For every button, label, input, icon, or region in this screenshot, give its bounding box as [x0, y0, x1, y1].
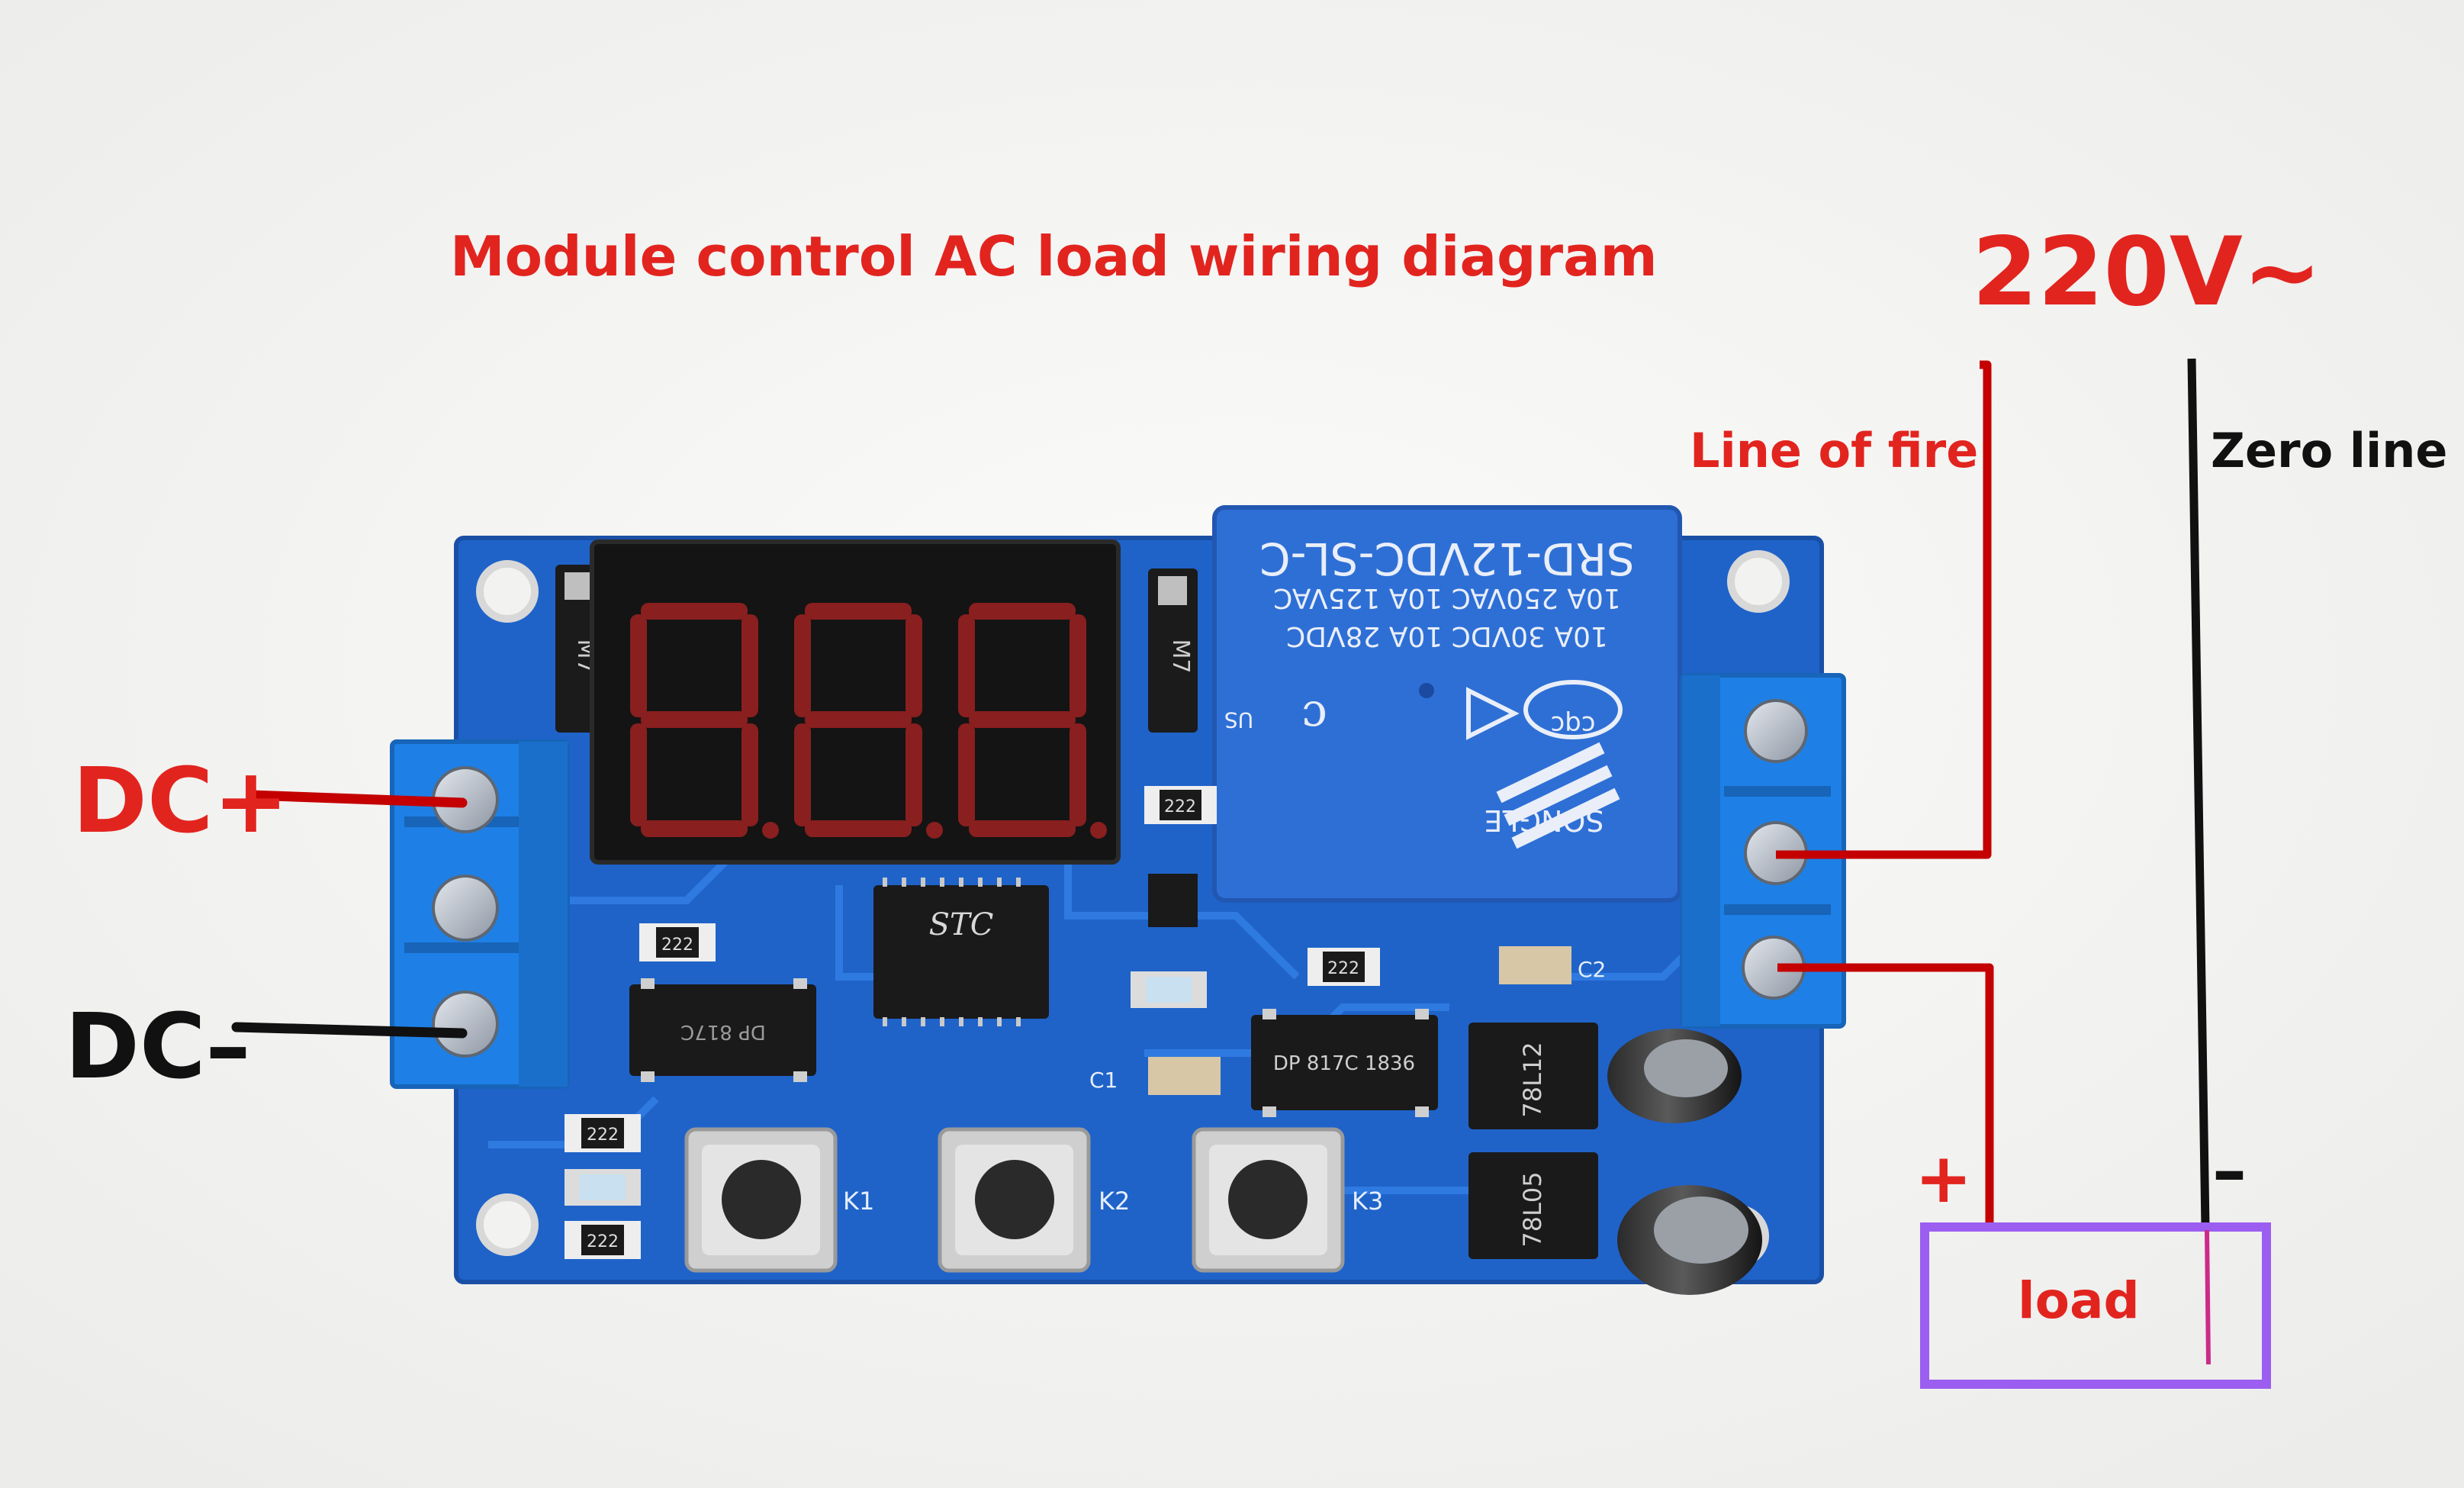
relay-rating-dc: 10A 30VDC 10A 28VDC [1286, 620, 1608, 652]
wire-load-positive [1777, 963, 1994, 1227]
smd-resistors: 222 222 222 222 222 [565, 786, 1380, 1259]
optocoupler-2: DP 817C 1836 [1251, 1009, 1438, 1117]
terminal-block-right [1680, 673, 1846, 1029]
button-k2-cap[interactable] [975, 1160, 1054, 1239]
dc-plus-label: DC+ [72, 748, 289, 853]
svg-text:222: 222 [661, 936, 693, 955]
svg-text:222: 222 [587, 1232, 619, 1251]
mounting-hole [476, 1193, 539, 1256]
ul-mark: c [1301, 691, 1327, 744]
svg-text:78L12: 78L12 [1518, 1042, 1547, 1117]
screw-nc [1744, 699, 1808, 763]
svg-text:222: 222 [587, 1126, 619, 1145]
svg-text:78L05: 78L05 [1518, 1171, 1547, 1247]
mounting-hole [1727, 550, 1790, 613]
electrolytic-capacitor-2 [1617, 1185, 1762, 1295]
zero-line-label: Zero line [2211, 423, 2448, 478]
cqc-mark [1523, 680, 1623, 739]
songle-logo [1496, 742, 1620, 849]
diode-right: M7 [1148, 568, 1198, 733]
screw-middle [432, 874, 499, 942]
optocoupler-1: DP 817C [629, 978, 816, 1082]
screw-dc-minus [432, 990, 499, 1058]
capacitor-c1 [1148, 1057, 1221, 1095]
dc-minus-label: DC– [65, 994, 251, 1099]
wire-line-of-fire [1776, 360, 1992, 859]
relay-model: SRD-12VDC-SL-C [1259, 533, 1635, 585]
diagram-title: Module control AC load wiring diagram [450, 224, 1658, 288]
button-k1[interactable] [684, 1127, 838, 1273]
seven-segment-display [590, 539, 1121, 865]
svg-text:222: 222 [1164, 797, 1196, 816]
line-of-fire-label: Line of fire [1690, 423, 1979, 478]
electrolytic-capacitor-1 [1607, 1029, 1742, 1123]
load-plus-label: + [1915, 1139, 1973, 1219]
regulator-78l12: 78L12 [1468, 1023, 1598, 1129]
mcu-chip: STC [873, 878, 1049, 1026]
mounting-hole [476, 560, 539, 623]
capacitor-c2 [1499, 946, 1571, 984]
warning-triangle [1466, 687, 1520, 740]
load-minus-label: – [2212, 1131, 2247, 1211]
relay-dot [1419, 683, 1434, 698]
wire-dc-minus [231, 1022, 468, 1039]
button-k3[interactable] [1192, 1127, 1345, 1273]
smd-resistor: 222 [565, 1221, 641, 1259]
smd-resistor: 222 [639, 923, 716, 961]
wire-dc-plus [246, 790, 468, 808]
regulator-78l05: 78L05 [1468, 1152, 1598, 1259]
k2-label: K2 [1099, 1187, 1130, 1216]
c1-label: C1 [1089, 1068, 1118, 1093]
relay: SRD-12VDC-SL-C 10A 250VAC 10A 125VAC 10A… [1212, 505, 1682, 903]
button-k3-cap[interactable] [1228, 1160, 1308, 1239]
wire-zero-line [2187, 358, 2210, 1228]
terminal-block-left [390, 739, 570, 1089]
load-box [1920, 1222, 2271, 1389]
button-k1-cap[interactable] [722, 1160, 801, 1239]
c2-label: C2 [1578, 957, 1606, 982]
load-label: load [2018, 1271, 2140, 1330]
svg-text:222: 222 [1327, 959, 1359, 978]
voltage-label: 220V~ [1972, 217, 2322, 327]
diode-right-label: M7 [1167, 639, 1194, 674]
smd-resistor: 222 [1308, 948, 1380, 986]
relay-us: US [1224, 707, 1253, 733]
led [580, 1174, 626, 1200]
k1-label: K1 [843, 1187, 874, 1216]
load-inner-mark [2205, 1229, 2211, 1365]
smd-resistor: 222 [565, 1114, 641, 1152]
led [1146, 977, 1192, 1003]
k3-label: K3 [1352, 1187, 1383, 1216]
svg-text:DP 817C: DP 817C [680, 1020, 766, 1043]
svg-text:DP 817C 1836: DP 817C 1836 [1273, 1052, 1415, 1075]
relay-rating-ac: 10A 250VAC 10A 125VAC [1273, 582, 1621, 614]
button-k2[interactable] [938, 1127, 1091, 1273]
mcu-brand: STC [929, 907, 994, 942]
smd-resistor: 222 [1144, 786, 1217, 824]
transistor [1148, 874, 1198, 927]
